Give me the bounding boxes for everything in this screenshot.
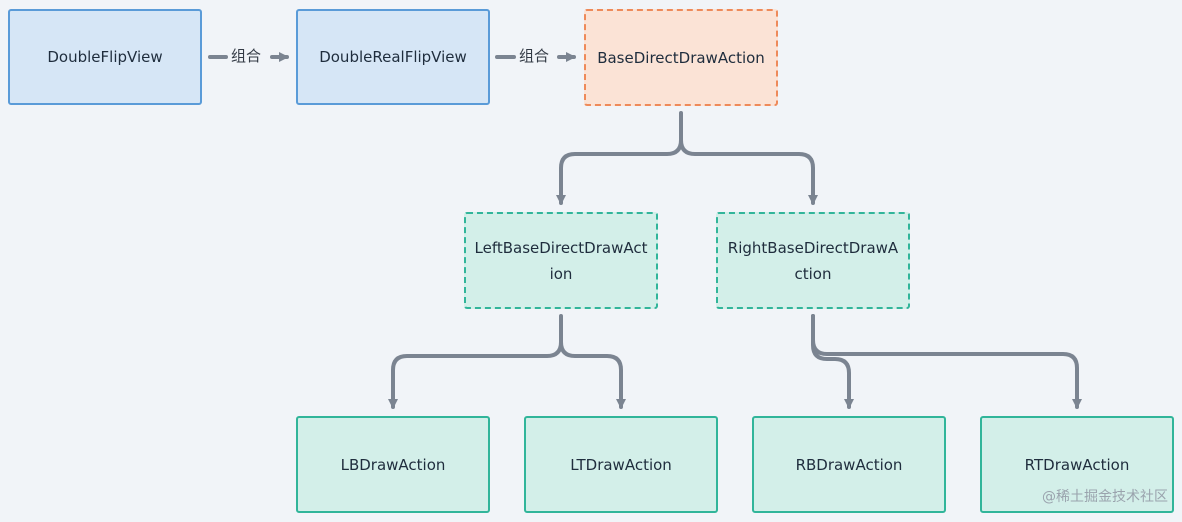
node-left-base-direct-draw-action[interactable]: LeftBaseDirectDrawAction	[464, 212, 658, 309]
edge-base-to-right	[679, 138, 818, 205]
node-lb-draw-action[interactable]: LBDrawAction	[296, 416, 490, 513]
node-lt-draw-action[interactable]: LTDrawAction	[524, 416, 718, 513]
node-rb-draw-action[interactable]: RBDrawAction	[752, 416, 946, 513]
node-base-direct-draw-action[interactable]: BaseDirectDrawAction	[584, 9, 778, 106]
node-left-base-direct-draw-action-label: LeftBaseDirectDrawAction	[474, 238, 648, 283]
node-right-base-direct-draw-action[interactable]: RightBaseDirectDrawAction	[716, 212, 910, 309]
edge-label-compose-2: 组合	[517, 46, 552, 66]
edge-left-to-lb	[388, 314, 563, 409]
node-lb-draw-action-label: LBDrawAction	[340, 455, 446, 474]
edge-right-to-rt	[811, 314, 1082, 409]
node-double-flip-view[interactable]: DoubleFlipView	[8, 9, 202, 105]
node-double-real-flip-view[interactable]: DoubleRealFlipView	[296, 9, 490, 105]
edge-right-to-rb	[811, 314, 854, 409]
node-rb-draw-action-label: RBDrawAction	[795, 455, 903, 474]
node-rt-draw-action-label: RTDrawAction	[1024, 455, 1130, 474]
watermark: @稀土掘金技术社区	[1042, 489, 1168, 505]
node-right-base-direct-draw-action-label: RightBaseDirectDrawAction	[727, 238, 899, 283]
edge-base-to-left	[556, 111, 683, 205]
node-base-direct-draw-action-label: BaseDirectDrawAction	[597, 48, 765, 67]
node-double-real-flip-view-label: DoubleRealFlipView	[319, 48, 467, 66]
node-lt-draw-action-label: LTDrawAction	[570, 455, 672, 474]
edge-left-to-lt	[559, 340, 626, 409]
node-double-flip-view-label: DoubleFlipView	[47, 48, 163, 66]
node-rt-draw-action[interactable]: RTDrawAction	[980, 416, 1174, 513]
edge-label-compose-1: 组合	[229, 46, 264, 66]
